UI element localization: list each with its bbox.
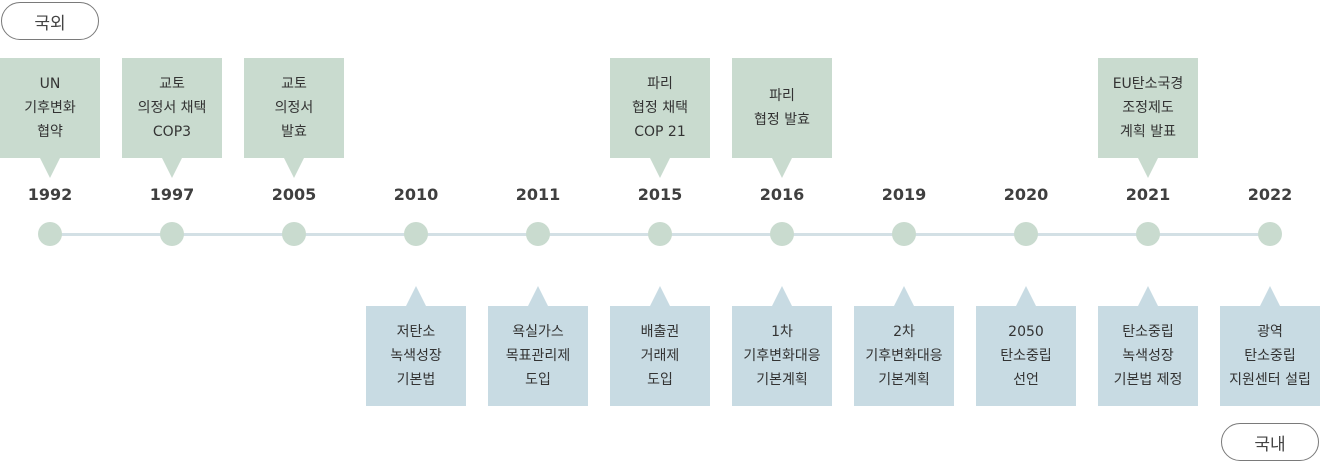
international-event-card: UN 기후변화 협약	[0, 58, 100, 178]
domestic-event-card: 저탄소 녹색성장 기본법	[366, 286, 466, 406]
event-text: EU탄소국경 조정제도 계획 발표	[1112, 76, 1184, 140]
event-text: 파리 협정 발효	[754, 88, 810, 128]
international-event-card: 교토 의정서 채택 COP3	[122, 58, 222, 178]
event-text: 저탄소 녹색성장 기본법	[390, 324, 442, 388]
domestic-event-card: 탄소중립 녹색성장 기본법 제정	[1098, 286, 1198, 406]
timeline-dot	[1014, 222, 1038, 246]
year-label: 1997	[149, 185, 195, 204]
year-label: 2016	[759, 185, 805, 204]
year-label: 2015	[637, 185, 683, 204]
event-text: 2차 기후변화대응 기본계획	[865, 324, 943, 388]
international-event-card: 파리 협정 채택 COP 21	[610, 58, 710, 178]
timeline-dot	[1136, 222, 1160, 246]
year-label: 2021	[1125, 185, 1171, 204]
event-text: 1차 기후변화대응 기본계획	[743, 324, 821, 388]
timeline-dot	[648, 222, 672, 246]
year-label: 2011	[515, 185, 561, 204]
year-label: 2005	[271, 185, 317, 204]
domestic-event-card: 1차 기후변화대응 기본계획	[732, 286, 832, 406]
domestic-label: 국내	[1221, 423, 1319, 461]
year-label: 2022	[1247, 185, 1293, 204]
event-text: 광역 탄소중립 지원센터 설립	[1229, 324, 1311, 388]
event-text: 탄소중립 녹색성장 기본법 제정	[1113, 324, 1183, 388]
timeline-dot	[160, 222, 184, 246]
event-text: 교토 의정서 발효	[274, 76, 314, 140]
timeline-dot	[770, 222, 794, 246]
timeline-dot	[404, 222, 428, 246]
timeline-dot	[526, 222, 550, 246]
domestic-event-card: 배출권 거래제 도입	[610, 286, 710, 406]
year-label: 2010	[393, 185, 439, 204]
event-text: 2050 탄소중립 선언	[1000, 324, 1052, 388]
international-event-card: 파리 협정 발효	[732, 58, 832, 178]
year-label: 2020	[1003, 185, 1049, 204]
international-event-card: EU탄소국경 조정제도 계획 발표	[1098, 58, 1198, 178]
event-text: UN 기후변화 협약	[24, 76, 76, 140]
timeline-dot	[1258, 222, 1282, 246]
year-label: 2019	[881, 185, 927, 204]
domestic-event-card: 2차 기후변화대응 기본계획	[854, 286, 954, 406]
domestic-event-card: 욕실가스 목표관리제 도입	[488, 286, 588, 406]
event-text: 교토 의정서 채택 COP3	[137, 76, 207, 140]
event-text: 파리 협정 채택 COP 21	[632, 76, 688, 140]
timeline-dot	[282, 222, 306, 246]
timeline-dot	[892, 222, 916, 246]
domestic-event-card: 2050 탄소중립 선언	[976, 286, 1076, 406]
event-text: 욕실가스 목표관리제 도입	[505, 324, 571, 388]
international-label: 국외	[1, 2, 99, 40]
year-label: 1992	[27, 185, 73, 204]
domestic-event-card: 광역 탄소중립 지원센터 설립	[1220, 286, 1320, 406]
international-event-card: 교토 의정서 발효	[244, 58, 344, 178]
event-text: 배출권 거래제 도입	[640, 324, 680, 388]
timeline-dot	[38, 222, 62, 246]
